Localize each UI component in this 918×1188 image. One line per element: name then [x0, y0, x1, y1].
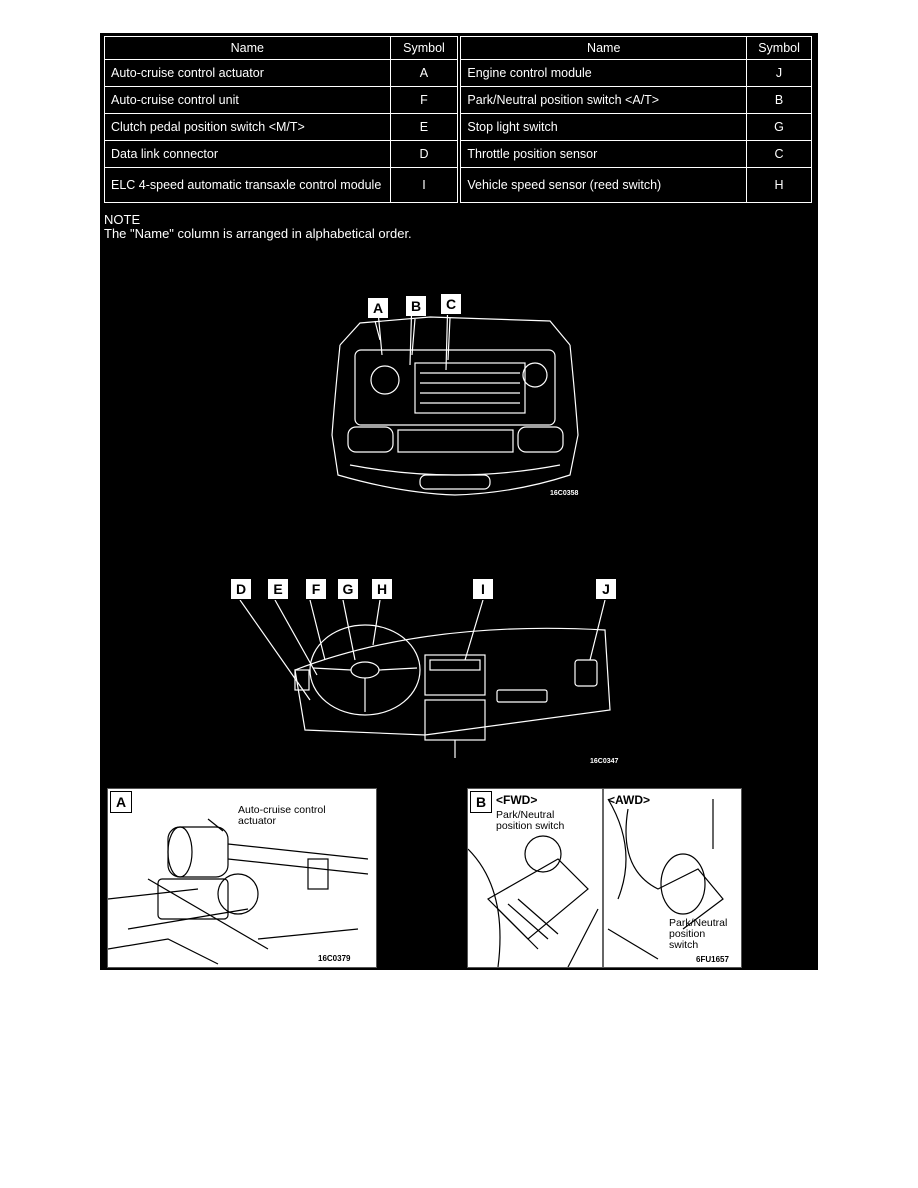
row-left-symbol: I	[389, 167, 459, 203]
row-left-name: Auto-cruise control unit	[104, 86, 391, 114]
callout-label: J	[595, 578, 617, 600]
caption-line: actuator	[238, 815, 276, 827]
note-title: NOTE	[104, 212, 141, 227]
caption-line: Park/Neutral	[496, 809, 555, 821]
row-right-symbol: B	[746, 86, 812, 114]
header-symbol-right: Symbol	[746, 36, 812, 60]
table-row: ELC 4-speed automatic transaxle control …	[104, 167, 812, 203]
table-row: Data link connector D Throttle position …	[104, 140, 812, 168]
callout-label: F	[305, 578, 327, 600]
row-right-symbol: G	[746, 113, 812, 141]
header-name-left: Name	[104, 36, 391, 60]
callout-label: D	[230, 578, 252, 600]
table-row: Auto-cruise control actuator A Engine co…	[104, 59, 812, 87]
row-left-name: Clutch pedal position switch <M/T>	[104, 113, 391, 141]
engine-compartment-illustration: 16C0358	[331, 315, 579, 497]
row-right-name: Vehicle speed sensor (reed switch)	[460, 167, 748, 203]
row-left-symbol: E	[389, 113, 459, 141]
caption-line: Auto-cruise control	[238, 804, 326, 816]
row-left-symbol: D	[389, 140, 459, 168]
header-symbol-left: Symbol	[389, 36, 459, 60]
caption-line: position switch	[496, 820, 565, 832]
row-left-name: ELC 4-speed automatic transaxle control …	[104, 167, 391, 203]
row-right-symbol: J	[746, 59, 812, 87]
row-right-symbol: H	[746, 167, 812, 203]
table-row: Auto-cruise control unit F Park/Neutral …	[104, 86, 812, 114]
table-row: Clutch pedal position switch <M/T> E Sto…	[104, 113, 812, 141]
row-right-name: Throttle position sensor	[460, 140, 748, 168]
callout-label: G	[337, 578, 359, 600]
caption-line: switch	[669, 939, 699, 951]
row-right-symbol: C	[746, 140, 812, 168]
awd-label: <AWD>	[608, 793, 651, 807]
callout-label: H	[371, 578, 393, 600]
figure-code: 16C0347	[590, 758, 619, 765]
row-right-name: Stop light switch	[460, 113, 748, 141]
park-neutral-switch-illustration	[468, 789, 724, 967]
note-block: NOTE The "Name" column is arranged in al…	[104, 213, 412, 241]
header-name-right: Name	[460, 36, 748, 60]
component-location-table: Name Symbol Name Symbol Auto-cruise cont…	[104, 36, 812, 203]
figure-code: 16C0358	[550, 490, 579, 497]
inset-b-panel: B <FWD> Park/Neutral position switch <AW…	[467, 788, 742, 968]
row-right-name: Park/Neutral position switch <A/T>	[460, 86, 748, 114]
caption-line: position	[669, 928, 706, 940]
actuator-illustration	[108, 818, 369, 965]
row-left-name: Auto-cruise control actuator	[104, 59, 391, 87]
note-text: The "Name" column is arranged in alphabe…	[104, 226, 412, 241]
callout-label: C	[440, 293, 462, 315]
callout-label: A	[367, 297, 389, 319]
inset-a-panel: A Auto-cruise control actuator 16C0379	[107, 788, 377, 968]
row-left-symbol: A	[389, 59, 459, 87]
callout-label: E	[267, 578, 289, 600]
row-left-name: Data link connector	[104, 140, 391, 168]
figure-code: 16C0379	[318, 954, 351, 963]
caption-line: Park/Neutral	[669, 917, 728, 929]
row-left-symbol: F	[389, 86, 459, 114]
inset-label: A	[110, 791, 132, 813]
dashboard-illustration: 16C0347	[239, 600, 619, 765]
fwd-label: <FWD>	[496, 793, 538, 807]
table-header-row: Name Symbol Name Symbol	[104, 36, 812, 60]
inset-label: B	[470, 791, 492, 813]
figure-code: 6FU1657	[696, 955, 729, 964]
row-right-name: Engine control module	[460, 59, 748, 87]
callout-label: I	[472, 578, 494, 600]
callout-label: B	[405, 295, 427, 317]
